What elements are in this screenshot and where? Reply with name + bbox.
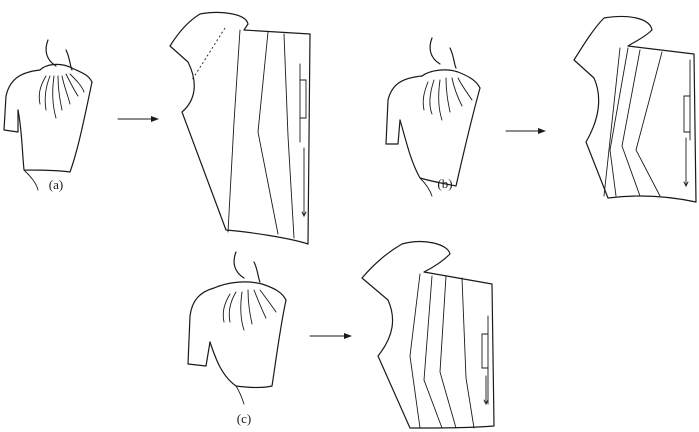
pattern-piece-b: [573, 15, 697, 203]
panel-c: (c): [187, 241, 495, 429]
arrow-b: [505, 128, 546, 134]
arrow-a: [117, 116, 159, 122]
caption-c: (c): [237, 411, 251, 426]
garment-sketch-c: [187, 251, 287, 405]
panel-b: (b): [385, 15, 697, 203]
garment-sketch-a: [3, 39, 93, 191]
garment-sketch-b: [385, 37, 481, 197]
arrow-c: [309, 333, 352, 339]
caption-a: (a): [49, 177, 63, 192]
caption-b: (b): [437, 176, 452, 191]
pattern-piece-c: [361, 241, 495, 429]
panel-a: (a): [3, 11, 311, 245]
pattern-piece-a: [169, 11, 311, 245]
